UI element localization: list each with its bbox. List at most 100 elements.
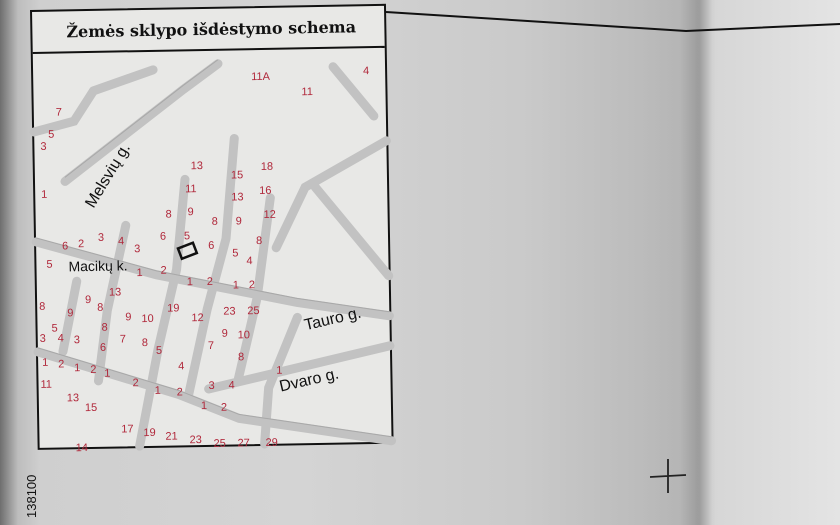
house-number: 12 [264, 209, 276, 221]
house-number: 5 [232, 247, 238, 259]
house-number: 5 [48, 129, 54, 141]
house-number: 1 [187, 276, 193, 288]
house-number: 17 [121, 423, 133, 435]
house-number: 5 [46, 259, 52, 271]
house-number: 3 [134, 243, 140, 255]
house-number: 6 [208, 240, 214, 252]
road [310, 182, 394, 281]
road [58, 276, 82, 356]
road-edge [64, 59, 219, 178]
road-edge [37, 347, 392, 438]
house-number: 11 [185, 183, 197, 195]
margin-number-text: 138100 [24, 475, 39, 518]
road [260, 312, 302, 449]
house-number: 16 [259, 185, 271, 197]
house-number: 4 [178, 360, 184, 372]
house-number: 18 [261, 161, 273, 173]
house-number: 23 [223, 305, 235, 317]
house-number: 8 [165, 209, 171, 221]
site-plan-map: Žemės sklypo išdėstymo schema [29, 3, 397, 454]
street-label-maciku: Macikų k. [68, 257, 127, 274]
road [135, 174, 190, 451]
house-number: 9 [85, 294, 91, 306]
house-number: 8 [39, 301, 45, 313]
house-number: 27 [237, 437, 249, 449]
house-number: 4 [228, 379, 234, 391]
house-number: 3 [40, 333, 46, 345]
house-number: 6 [160, 231, 166, 243]
house-number: 2 [78, 238, 84, 250]
house-number: 4 [118, 235, 124, 247]
house-number: 9 [222, 328, 228, 340]
house-number: 2 [177, 386, 183, 398]
road [60, 59, 223, 186]
house-number: 2 [249, 279, 255, 291]
land-plot-marker [176, 241, 199, 261]
house-number: 13 [67, 392, 79, 404]
house-number: 3 [208, 380, 214, 392]
house-number: 11 [301, 86, 313, 98]
house-number: 14 [76, 442, 88, 454]
house-number: 2 [58, 358, 64, 370]
house-number: 2 [207, 276, 213, 288]
house-number: 7 [208, 340, 214, 352]
road [93, 220, 131, 386]
house-number: 21 [165, 430, 177, 442]
house-number: 1 [276, 365, 282, 377]
house-number: 3 [98, 232, 104, 244]
house-number: 2 [160, 265, 166, 277]
house-number: 5 [156, 345, 162, 357]
house-number: 6 [100, 342, 106, 354]
house-number: 25 [247, 305, 259, 317]
roads [29, 59, 397, 451]
house-number: 6 [62, 240, 68, 252]
house-number: 23 [189, 434, 201, 446]
house-number: 10 [141, 313, 153, 325]
house-number: 11 [40, 379, 52, 391]
house-number: 4 [58, 332, 64, 344]
house-number: 13 [191, 160, 203, 172]
house-number: 3 [40, 141, 46, 153]
map-canvas: Melsvių g. Macikų k. Tauro g. Dvaro g. 1… [29, 59, 397, 454]
house-number: 10 [238, 329, 250, 341]
road [233, 193, 275, 383]
house-number: 9 [236, 215, 242, 227]
house-number: 1 [155, 385, 161, 397]
house-number: 8 [101, 322, 107, 334]
house-number: 19 [143, 427, 155, 439]
road-edge [35, 237, 390, 313]
road [31, 237, 394, 321]
house-number: 8 [97, 302, 103, 314]
house-number: 13 [109, 286, 121, 298]
house-number: 8 [256, 235, 262, 247]
house-number: 1 [104, 368, 110, 380]
house-number: 8 [212, 216, 218, 228]
page-fold-shadow [680, 0, 716, 525]
road-outlines [35, 59, 392, 438]
house-number: 1 [41, 189, 47, 201]
house-number: 12 [191, 312, 203, 324]
house-number: 19 [167, 302, 179, 314]
house-number: 9 [125, 311, 131, 323]
house-number: 15 [231, 169, 243, 181]
house-number: 15 [85, 402, 97, 414]
house-number: 1 [74, 362, 80, 374]
house-number: 4 [246, 255, 252, 267]
house-number: 11A [251, 71, 271, 83]
house-number: 8 [238, 351, 244, 363]
road [184, 133, 239, 399]
house-number: 1 [233, 279, 239, 291]
road [29, 86, 98, 137]
house-number: 7 [56, 106, 62, 118]
house-number: 1 [42, 357, 48, 369]
house-number: 25 [213, 438, 225, 450]
site-parcel [176, 241, 199, 261]
house-number: 29 [265, 437, 277, 449]
house-number: 4 [363, 65, 369, 77]
house-number: 2 [90, 364, 96, 376]
house-number: 1 [201, 400, 207, 412]
house-number: 9 [67, 307, 73, 319]
road [328, 62, 379, 121]
house-number: 13 [231, 191, 243, 203]
